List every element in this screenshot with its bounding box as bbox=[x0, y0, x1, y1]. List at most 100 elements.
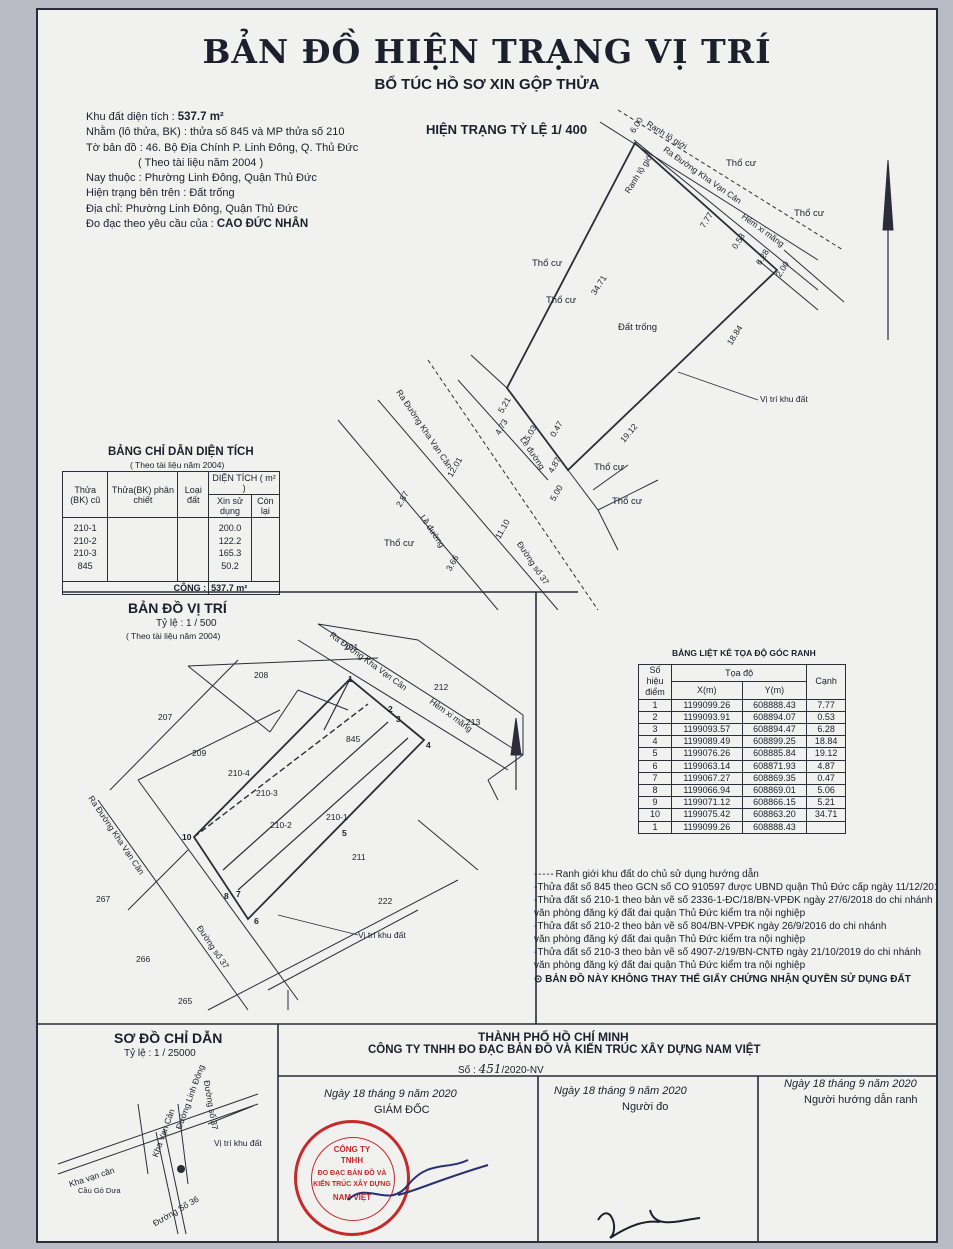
cell-point: 7 bbox=[638, 771, 672, 786]
date-giam-doc: Ngày 18 tháng 9 năm 2020 bbox=[324, 1088, 457, 1100]
lbl-tho-cu-2: Thổ cư bbox=[794, 208, 825, 219]
col-xin-su-dung: Xin sử dụng bbox=[208, 494, 252, 518]
footer-city: THÀNH PHỐ HỒ CHÍ MINH bbox=[478, 1030, 629, 1044]
road-edge bbox=[137, 779, 299, 1001]
cell-y: 608866.15 bbox=[741, 796, 808, 810]
point-4: 4 bbox=[426, 740, 431, 750]
stamp-line-1: CÔNG TY bbox=[333, 1145, 371, 1154]
lbl-dat-trong: Đất trống bbox=[618, 322, 658, 333]
parcel-201: 201 bbox=[344, 642, 359, 652]
cell-canh bbox=[806, 820, 846, 834]
point-6: 6 bbox=[254, 916, 259, 926]
cell-y: 608899.25 bbox=[741, 735, 808, 749]
table-row: 210-1 210-2 210-3 845 200.0 122.2 165.3 … bbox=[61, 517, 281, 582]
role-giam-doc: GIÁM ĐỐC bbox=[374, 1104, 430, 1116]
note-210-2-a: -Thửa đất số 210-2 theo bản vẽ số 804/BN… bbox=[534, 921, 887, 932]
parcel-209: 209 bbox=[192, 748, 207, 758]
parcel-line bbox=[187, 665, 271, 733]
alley-edge bbox=[783, 249, 845, 303]
cell-thua: 210-2 bbox=[73, 535, 97, 546]
cell-point: 6 bbox=[638, 759, 672, 773]
parcel-210-1: 210-1 bbox=[326, 812, 348, 822]
cell-canh: 4.87 bbox=[806, 759, 846, 773]
cell-dien-tich: 50.2 bbox=[221, 560, 239, 571]
cell-dien-tich: 200.0 bbox=[218, 523, 242, 533]
info-requester-label: Đo đạc theo yêu cầu của : bbox=[86, 218, 214, 231]
date-nguoi-do: Ngày 18 tháng 9 năm 2020 bbox=[554, 1085, 687, 1097]
cell-point: 5 bbox=[638, 747, 672, 761]
road-edge bbox=[377, 399, 559, 610]
parcel-line bbox=[487, 779, 499, 801]
cell-x: 1199071.12 bbox=[671, 796, 743, 810]
parcel-line bbox=[317, 623, 419, 641]
parcel-line bbox=[417, 639, 524, 716]
guide-map bbox=[57, 1093, 259, 1235]
parcel-line bbox=[187, 657, 379, 667]
lbl-tho-cu-1: Thổ cư bbox=[726, 158, 757, 169]
parcel-207: 207 bbox=[158, 712, 173, 722]
cell-thua: 210-1 bbox=[73, 523, 97, 533]
cell-canh: 0.47 bbox=[806, 771, 846, 786]
cell-thua: 210-3 bbox=[73, 548, 97, 558]
cell-point: 10 bbox=[638, 808, 672, 822]
parcel-208: 208 bbox=[254, 670, 269, 680]
area-table-title: BẢNG CHỈ DẪN DIỆN TÍCH bbox=[108, 446, 254, 458]
note-210-1-b: văn phòng đăng ký đất đai quận Thủ Đức k… bbox=[534, 908, 806, 919]
cell-x: 1199063.14 bbox=[671, 759, 743, 773]
neighbor-line bbox=[592, 464, 629, 491]
parcel-211: 211 bbox=[352, 852, 366, 862]
parcel-212: 212 bbox=[434, 682, 449, 692]
road-edge bbox=[317, 623, 524, 756]
cell-point: 1 bbox=[638, 820, 672, 834]
parcel-213: 213 bbox=[466, 717, 481, 727]
road-boundary bbox=[427, 359, 599, 610]
cell-canh: 5.06 bbox=[806, 784, 846, 798]
north-arrow-top bbox=[882, 159, 894, 340]
lbl-tho-cu-7: Thổ cư bbox=[384, 538, 415, 549]
parcel-line bbox=[137, 709, 281, 781]
col-so-hieu-diem: Số hiệu điểm bbox=[638, 664, 672, 700]
cell-x: 1199066.94 bbox=[671, 784, 743, 798]
role-nguoi-huong-dan: Người hướng dẫn ranh bbox=[804, 1094, 918, 1106]
parcel-210-3: 210-3 bbox=[256, 788, 278, 798]
cell-point: 4 bbox=[638, 735, 672, 749]
lbl-tho-cu-4: Thổ cư bbox=[546, 295, 577, 306]
road-edge bbox=[297, 639, 509, 771]
area-table-subtitle: ( Theo tài liệu năm 2004) bbox=[130, 460, 225, 470]
cell-canh: 5.21 bbox=[806, 796, 846, 810]
note-845: -Thửa đất số 845 theo GCN số CO 910597 đ… bbox=[534, 882, 938, 893]
cell-x: 1199093.91 bbox=[671, 710, 743, 725]
cell-y: 608888.43 bbox=[741, 698, 808, 712]
cell-x: 1199099.26 bbox=[671, 820, 743, 834]
split-line bbox=[237, 737, 409, 891]
neighbor-line bbox=[567, 469, 599, 511]
alley-edge bbox=[757, 259, 819, 311]
cell-x: 1199099.26 bbox=[671, 698, 743, 712]
neighbor-line bbox=[470, 354, 508, 389]
col-y: Y(m) bbox=[741, 681, 808, 700]
location-map-source: ( Theo tài liệu năm 2004) bbox=[126, 631, 221, 641]
parcel-845: 845 bbox=[346, 734, 361, 744]
guide-map-scale: Tỷ lệ : 1 / 25000 bbox=[124, 1048, 196, 1059]
lbl-tho-cu-5: Thổ cư bbox=[594, 462, 625, 473]
cell-canh: 19.12 bbox=[806, 747, 846, 761]
cell-y: 608894.47 bbox=[741, 723, 808, 737]
col-con-lai: Còn lại bbox=[250, 494, 281, 518]
so-value: 451 bbox=[478, 1062, 502, 1076]
parcel-210-2: 210-2 bbox=[270, 820, 292, 830]
info-area-value: 537.7 m² bbox=[177, 111, 224, 123]
north-arrow-bottom bbox=[510, 717, 522, 790]
parcel-210-4: 210-4 bbox=[228, 768, 250, 778]
col-x: X(m) bbox=[671, 681, 743, 700]
cell-y: 608869.35 bbox=[741, 771, 808, 786]
lbl-tho-cu-3: Thổ cư bbox=[532, 258, 563, 269]
cell-y: 608869.01 bbox=[741, 784, 808, 798]
lbl-vi-tri-khu-dat: Vị trí khu đất bbox=[760, 394, 808, 404]
